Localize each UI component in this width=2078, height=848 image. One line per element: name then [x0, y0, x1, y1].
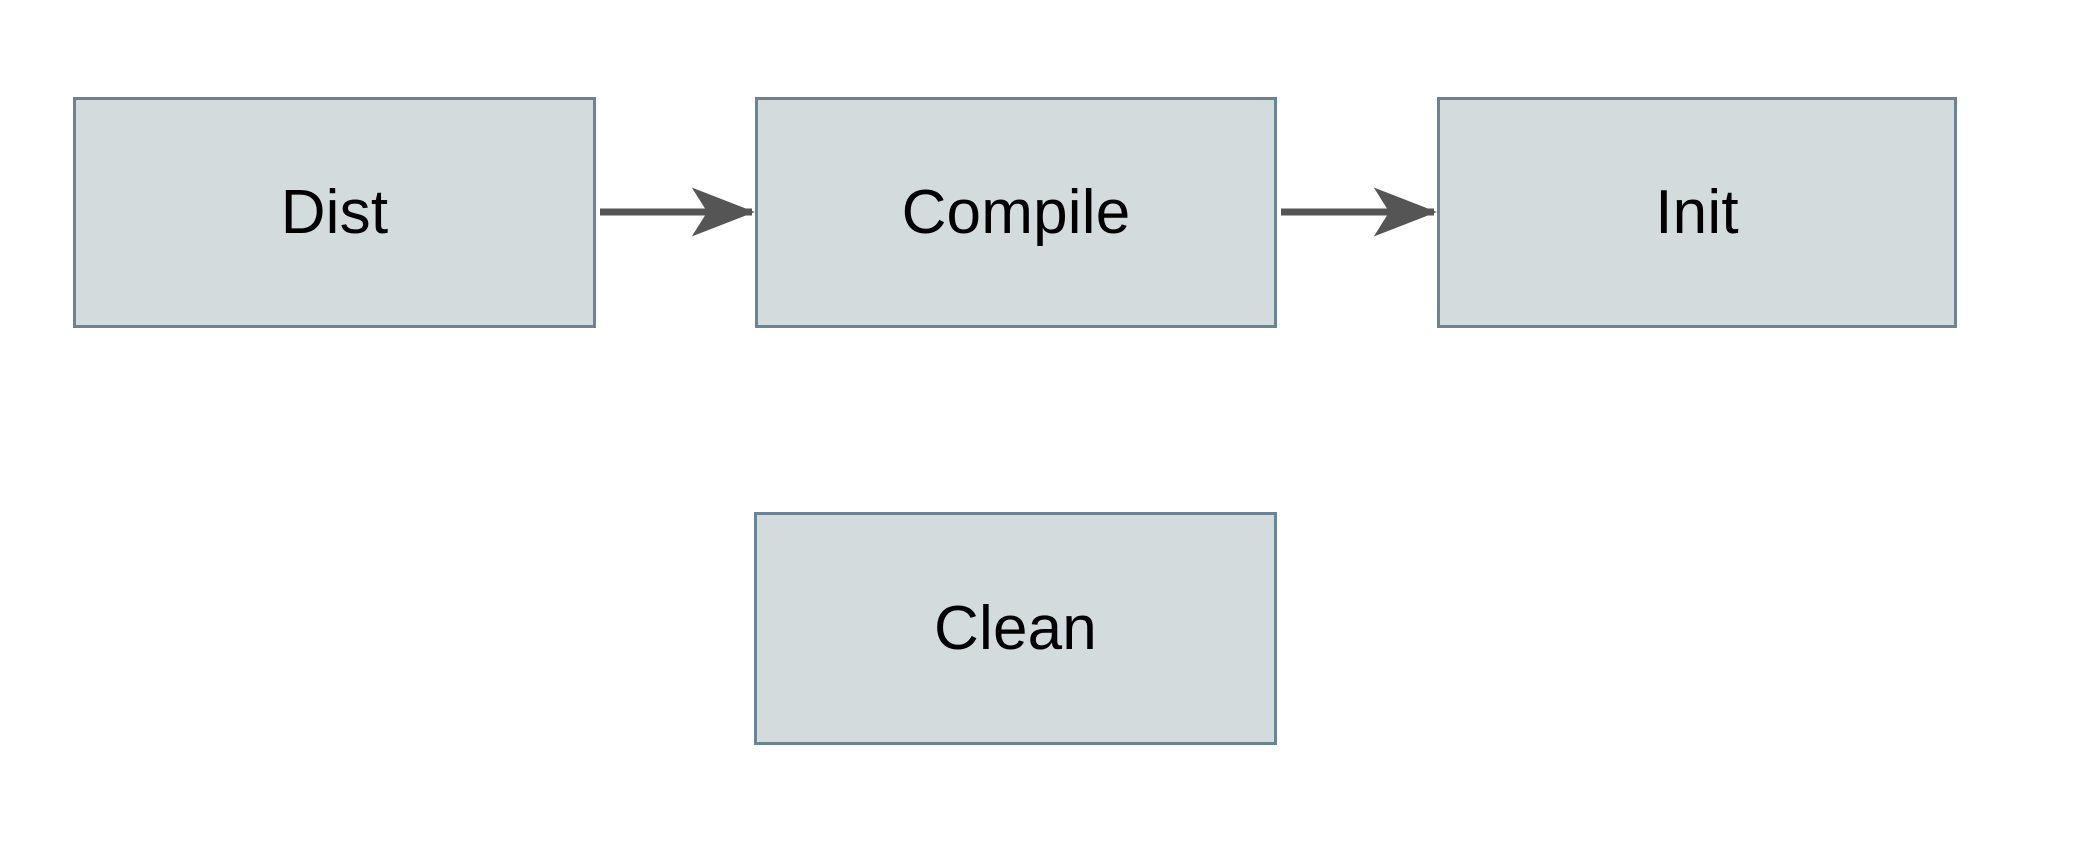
node-dist-label: Dist	[280, 177, 389, 247]
node-init-label: Init	[1655, 177, 1739, 247]
edge-compile-to-init-hitarea[interactable]	[1281, 195, 1434, 229]
edge-dist-to-compile-hitarea[interactable]	[600, 195, 752, 229]
node-clean[interactable]: Clean	[754, 512, 1277, 745]
node-compile[interactable]: Compile	[755, 97, 1277, 328]
node-compile-label: Compile	[901, 177, 1131, 247]
node-clean-label: Clean	[934, 593, 1097, 663]
node-dist[interactable]: Dist	[73, 97, 596, 328]
node-init[interactable]: Init	[1437, 97, 1957, 328]
